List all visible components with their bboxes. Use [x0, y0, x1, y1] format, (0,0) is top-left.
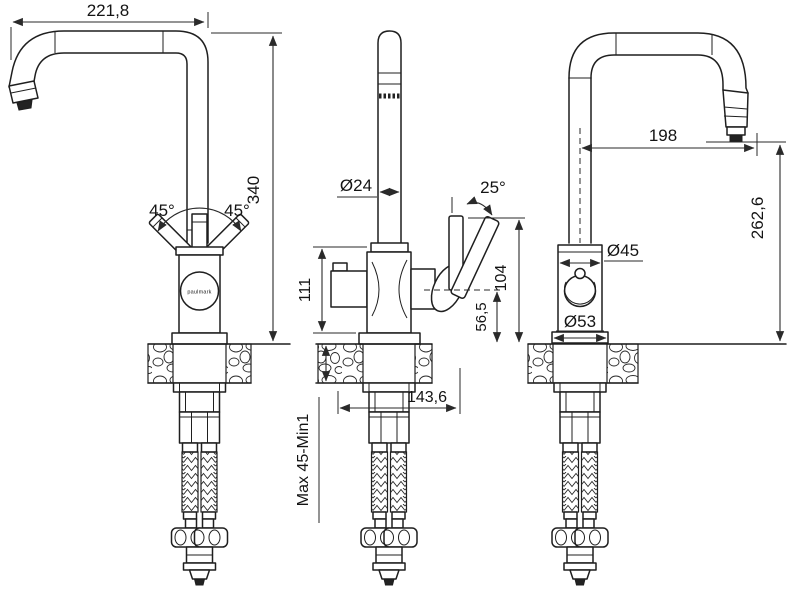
view-front-handles: paulmark [8, 30, 291, 586]
dim-label-spout-diameter: Ø24 [340, 176, 372, 195]
spout-outlet [8, 80, 39, 111]
dim-label-base-diameter: Ø53 [564, 312, 596, 331]
dim-label-total-height: 340 [244, 176, 263, 204]
dim-handle-angles: 45° 45° [149, 201, 250, 232]
dim-spout-diameter: Ø24 [337, 176, 400, 198]
dim-label-body-diameter: Ø45 [607, 241, 639, 260]
dim-label-reach-right: 198 [649, 126, 677, 145]
countertop-section-left [147, 343, 291, 384]
dim-body-diameter: Ø45 [559, 241, 643, 268]
badge-notch [574, 267, 586, 280]
dim-label-angle-right: 45° [224, 201, 250, 220]
dim-label-total-depth: 143,6 [407, 389, 447, 406]
lever-tilted [450, 216, 500, 299]
dim-label-lever-tilt: 25° [480, 178, 506, 197]
supply-hoses-assembly-left [170, 382, 229, 586]
dim-label-angle-left: 45° [149, 201, 175, 220]
dim-total-depth: 143,6 [337, 368, 461, 414]
countertop-section-middle [315, 343, 433, 384]
lever-mount [410, 268, 436, 310]
dim-mount-thickness: Max 45-Min1 [295, 345, 340, 523]
supply-hoses-assembly-middle [360, 382, 418, 586]
spout-outlet-right [722, 89, 749, 142]
dim-body-height: 111 [297, 246, 367, 334]
countertop-section-right [527, 343, 787, 384]
dim-label-body-height: 111 [297, 278, 314, 302]
dim-label-lever-height: 104 [493, 265, 510, 292]
dim-label-pivot-height: 56,5 [473, 302, 490, 331]
dim-spout-reach-left: 221,8 [10, 1, 209, 60]
brand-logo-text: paulmark [187, 290, 211, 296]
view-front-back [527, 32, 787, 586]
dim-label-outlet-height: 262,6 [748, 197, 767, 240]
dim-total-height: 340 [211, 32, 282, 342]
brand-badge [179, 271, 220, 311]
dim-pivot-height: 56,5 [473, 291, 502, 343]
dim-label-mount-thickness: Max 45-Min1 [295, 414, 312, 507]
badge-back [563, 274, 597, 308]
dim-base-diameter: Ø53 [553, 312, 607, 343]
dim-label-reach-left: 221,8 [87, 1, 130, 20]
dim-outlet-height: 262,6 [706, 141, 786, 342]
dim-lever-tilt: 25° [466, 178, 506, 216]
supply-hoses-assembly-right [551, 382, 609, 586]
dim-lever-height: 104 [468, 217, 525, 343]
dim-reach-right: 198 [581, 126, 758, 156]
view-side-profile [315, 30, 503, 586]
side-spout-arm [330, 262, 368, 308]
